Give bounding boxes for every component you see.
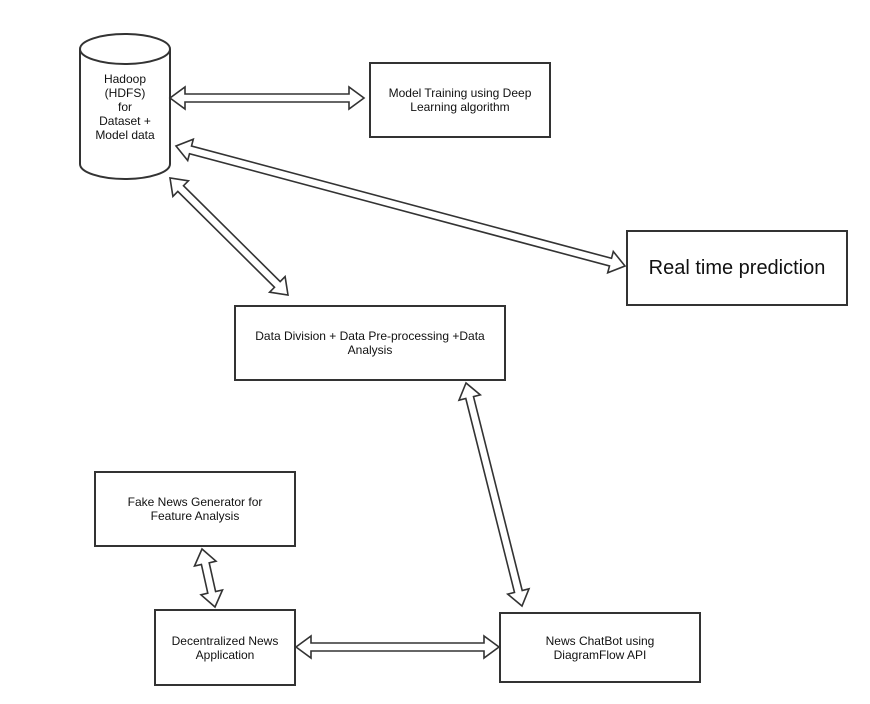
data-division-label: Data Division + Data Pre-processing +Dat…	[255, 329, 485, 357]
arrows-layer	[168, 85, 627, 660]
model-training-box: Model Training using Deep Learning algor…	[369, 62, 551, 138]
fake-news-generator-label: Fake News Generator for Feature Analysis	[127, 495, 263, 523]
real-time-prediction-label: Real time prediction	[648, 257, 826, 279]
model-training-label: Model Training using Deep Learning algor…	[388, 86, 532, 114]
news-chatbot-label: News ChatBot using DiagramFlow API	[545, 633, 655, 662]
decentralized-news-label: Decentralized News Application	[171, 633, 279, 662]
hadoop-cylinder	[79, 33, 171, 180]
fake-news-generator-box: Fake News Generator for Feature Analysis	[94, 471, 296, 547]
arrow-decentralized-to-chatbot	[294, 634, 501, 660]
arrow-hadoop-to-model-training	[168, 85, 366, 111]
arrow-hadoop-to-data-division	[169, 177, 289, 296]
arrow-hadoop-to-real-time	[174, 137, 627, 275]
data-division-box: Data Division + Data Pre-processing +Dat…	[234, 305, 506, 381]
decentralized-news-box: Decentralized News Application	[154, 609, 296, 686]
arrow-fake-news-to-decentralized	[193, 547, 224, 609]
hadoop-label: Hadoop (HDFS) for Dataset + Model data	[95, 72, 155, 142]
news-chatbot-box: News ChatBot using DiagramFlow API	[499, 612, 701, 683]
arrow-data-division-to-chatbot	[457, 381, 531, 608]
real-time-prediction-box: Real time prediction	[626, 230, 848, 306]
